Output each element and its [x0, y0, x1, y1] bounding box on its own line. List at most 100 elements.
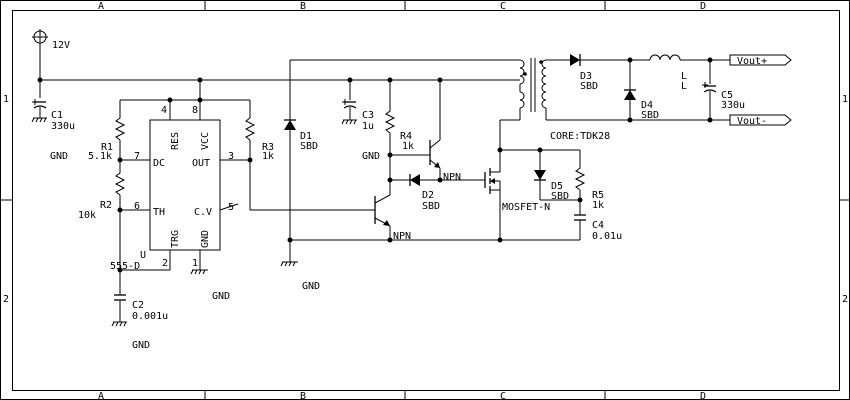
ic-555: DC TH OUT C.V RES VCC TRG GND U 555-D 4 … [110, 100, 250, 272]
pin-number: 5 [228, 202, 234, 213]
c3-value: 1u [362, 121, 374, 132]
gnd-label: GND [50, 151, 68, 162]
timing-network-wires [117, 97, 375, 295]
transistor-npn-bottom: NPN [374, 194, 411, 242]
npn-top-label: NPN [443, 172, 461, 183]
transformer: CORE:TDK28 [499, 58, 610, 150]
pin-th-label: TH [153, 207, 165, 218]
gnd-label: GND [302, 281, 320, 292]
capacitor-c3: C3 1u [341, 99, 374, 132]
d2-value: SBD [422, 201, 440, 212]
col-label-b-bottom: B [300, 391, 306, 400]
d2-ref: D2 [422, 190, 434, 201]
d4-ref: D4 [641, 100, 653, 111]
r5-value: 1k [592, 200, 604, 211]
pin-out-label: OUT [192, 158, 210, 169]
row-label-1-left: 1 [3, 94, 9, 105]
resistor-r1: R1 5.1k GND [50, 115, 126, 162]
resistor-r3: R3 1k [244, 115, 274, 162]
junction-dot [117, 157, 123, 163]
pin-number: 3 [228, 151, 234, 162]
d3-value: SBD [580, 81, 598, 92]
mosfet-n: MOSFET-N [484, 147, 550, 240]
col-label-d-bottom: D [700, 391, 706, 400]
c5-ref: C5 [721, 90, 733, 101]
junction-dot [167, 97, 173, 103]
diode-d1: D1 SBD GND [280, 59, 520, 292]
d1-ref: D1 [300, 131, 312, 142]
supply-label: 12V [52, 40, 70, 51]
d4-value: SBD [641, 110, 659, 121]
output-port-vout-plus: Vout+ [729, 54, 792, 67]
c1-value: 330u [51, 121, 75, 132]
r3-ref: R3 [262, 142, 274, 153]
pin-number: 2 [162, 258, 168, 269]
c2-ref: C2 [132, 300, 144, 311]
r4-ref: R4 [400, 131, 412, 142]
d5-ref: D5 [551, 181, 563, 192]
transformer-core: CORE:TDK28 [550, 131, 610, 142]
col-label-c-top: C [500, 1, 506, 12]
gnd-label: GND [212, 291, 230, 302]
gnd-label: GND [362, 151, 380, 162]
junction-dot [437, 77, 443, 83]
c5-value: 330u [721, 100, 745, 111]
snubber-network: D5 SBD R5 1k C4 0.01u [500, 147, 622, 242]
resistor-r2: R2 10k [78, 170, 126, 221]
gnd-label: GND [132, 340, 150, 351]
pin-res-label: RES [170, 132, 181, 150]
r4-value: 1k [402, 141, 414, 152]
d5-value: SBD [551, 191, 569, 202]
c4-value: 0.01u [592, 231, 622, 242]
npn-bottom-label: NPN [393, 231, 411, 242]
c4-ref: C4 [592, 220, 604, 231]
output-port-vout-minus: Vout- [729, 114, 792, 127]
c2-value: 0.001u [132, 311, 168, 322]
pin-trg-label: TRG [170, 230, 181, 248]
junction-dot [197, 77, 203, 83]
pin-number: 8 [192, 105, 198, 116]
ic-name: 555-D [110, 261, 140, 272]
r1-value: 5.1k [88, 151, 112, 162]
pin-number: 1 [192, 258, 198, 269]
row-label-2-left: 2 [3, 294, 9, 305]
junction-dot [347, 77, 353, 83]
r1-ref: R1 [101, 142, 113, 153]
col-label-a-top: A [98, 1, 104, 12]
diode-d2: D2 SBD [390, 174, 485, 212]
polarity-dot [539, 60, 543, 64]
junction-dot [37, 77, 43, 83]
inductor-ref: L [681, 71, 687, 82]
ground-ic: GND [190, 269, 230, 302]
row-label-2-right: 2 [842, 294, 848, 305]
d1-value: SBD [300, 141, 318, 152]
pin-cv-label: C.V [194, 207, 212, 218]
row-label-1-right: 1 [842, 94, 848, 105]
pin-dc-label: DC [153, 158, 165, 169]
capacitor-c2: C2 0.001u GND [111, 294, 168, 351]
c3-ref: C3 [362, 110, 374, 121]
d3-ref: D3 [580, 71, 592, 82]
col-label-b-top: B [300, 1, 306, 12]
transistor-npn-top: NPN [390, 139, 461, 183]
supply-12v: 12V [32, 29, 70, 80]
pin-number: 4 [161, 105, 167, 116]
junction-dot [197, 97, 203, 103]
junction-dot [117, 207, 123, 213]
junction-dot [387, 77, 393, 83]
output-rectifier: D3 SBD D4 SBD L L C5 330u [546, 54, 745, 123]
col-label-c-bottom: C [500, 391, 506, 400]
r5-ref: R5 [592, 190, 604, 201]
r2-ref: R2 [100, 200, 112, 211]
inductor-value: L [681, 81, 687, 92]
pin-number: 6 [134, 201, 140, 212]
mosfet-label: MOSFET-N [502, 202, 550, 213]
grid-labels: A B C D A B C D 1 2 1 2 [3, 1, 848, 400]
ic-ref: U [140, 250, 146, 261]
pin-vcc-label: VCC [200, 132, 211, 150]
c1-ref: C1 [51, 110, 63, 121]
pin-gnd-label: GND [200, 230, 211, 248]
capacitor-c1: C1 330u [31, 99, 75, 132]
vout-minus-label: Vout- [737, 116, 767, 127]
